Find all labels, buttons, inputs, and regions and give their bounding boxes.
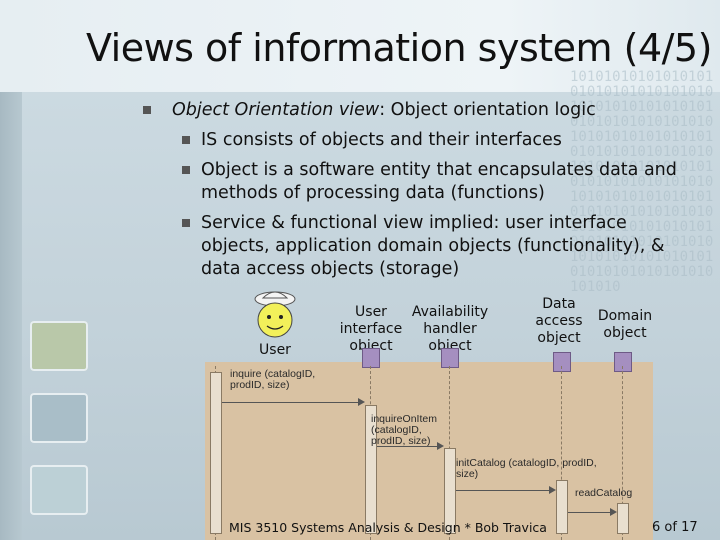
activation-bar — [444, 448, 456, 534]
binary-watermark: 1010101010101010101010101010101010101010… — [570, 70, 714, 295]
activation-bar — [556, 480, 568, 534]
object-box — [614, 352, 632, 372]
decor-square — [30, 465, 88, 515]
message-label: inquire (catalogID, prodID, size) — [230, 368, 316, 391]
message-arrow — [568, 508, 617, 516]
activation-bar — [210, 372, 222, 534]
bullet-marker — [182, 219, 190, 227]
message-label: initCatalog (catalogID, prodID, size) — [456, 457, 597, 480]
object-box — [362, 348, 380, 368]
main-bullet-rest: : Object orientation logic — [379, 100, 596, 120]
page-number: 6 of 17 — [652, 520, 698, 535]
object-label-availability-handler: Availability handler object — [411, 304, 489, 354]
object-label-user-interface: User interface object — [339, 304, 403, 354]
main-bullet-italic: Object Orientation view — [172, 100, 380, 120]
user-label: User — [259, 342, 291, 358]
message-arrow — [222, 398, 365, 406]
left-bar — [0, 92, 22, 540]
bullet-marker — [143, 106, 151, 114]
bullet-marker — [182, 166, 190, 174]
decor-square — [30, 393, 88, 443]
decor-square — [30, 321, 88, 371]
lifeline — [561, 366, 562, 540]
bullet-marker — [182, 136, 190, 144]
sub-bullet: Object is a software entity that encapsu… — [201, 160, 677, 203]
main-bullet: Object Orientation view: Object orientat… — [172, 99, 596, 122]
object-box — [441, 348, 459, 368]
title-band — [0, 0, 720, 92]
slide-title: Views of information system (4/5) — [86, 26, 712, 70]
message-arrow — [456, 486, 556, 494]
message-label: readCatalog — [575, 487, 633, 499]
lifeline — [622, 366, 623, 540]
user-actor-icon — [254, 291, 296, 338]
message-arrow — [377, 442, 444, 450]
object-label-data-access: Data access object — [535, 296, 583, 346]
message-label: inquireOnItem (catalogID, prodID, size) — [371, 413, 437, 447]
object-box — [553, 352, 571, 372]
sequence-diagram-area — [205, 362, 653, 540]
activation-bar — [617, 503, 629, 534]
footer-text: MIS 3510 Systems Analysis & Design * Bob… — [229, 520, 547, 535]
sub-bullet: Service & functional view implied: user … — [201, 213, 665, 279]
activation-bar — [365, 405, 377, 534]
object-label-domain: Domain object — [597, 308, 653, 341]
sub-bullet: IS consists of objects and their interfa… — [201, 130, 562, 150]
